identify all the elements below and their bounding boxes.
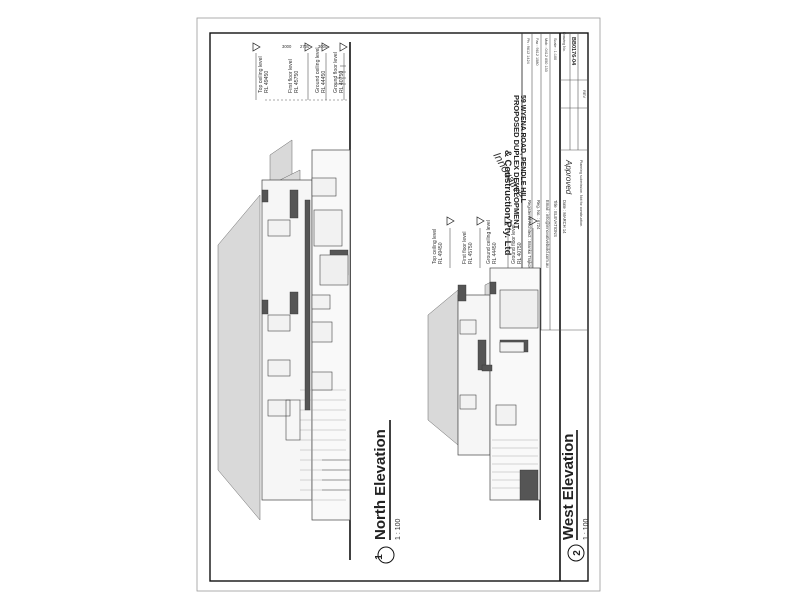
north-level-name: Ground floor level	[333, 52, 339, 93]
north-elevation-number: 1	[374, 554, 385, 560]
project-address: 59 WYENA ROAD, PENDLE HILL	[519, 95, 526, 204]
approval-note: Planning submission. Not for constructio…	[579, 160, 583, 227]
title-block-row: Email : info@innovativebuild.com.au	[545, 200, 550, 268]
drawing-number-label: Drawing No.	[562, 32, 566, 52]
north-level-name: Ground ceiling level	[315, 47, 321, 93]
west-level-rl: RL 40750	[517, 242, 523, 264]
drawing-number: BB0176-04	[570, 37, 576, 66]
title-block-side-row: Scale : 1:100	[553, 38, 557, 60]
north-dimension-value: 3000	[318, 44, 328, 49]
west-elevation-number-circle	[567, 544, 585, 562]
west-level-name: First floor level	[462, 231, 468, 264]
title-block-side-row: Ph : 9612 1424	[526, 38, 530, 64]
west-level-rl: RL 45750	[468, 242, 474, 264]
north-level-rl: RL 44450	[321, 71, 327, 93]
north-elevation-number-circle	[377, 546, 395, 564]
title-block-side-row: Fax : 9612 1580	[535, 38, 539, 65]
revision-label: REV	[582, 90, 587, 99]
title-block-row: Registered Architect : Branko Trajkovski	[527, 200, 532, 274]
north-level-rl: RL 45750	[294, 71, 300, 93]
north-dimension-value: 2700	[300, 44, 310, 49]
north-dimension-value: 3000	[282, 44, 292, 49]
north-elevation-scale: 1 : 100	[395, 518, 402, 540]
inner-border	[209, 32, 589, 582]
title-block-side-row: Mob : 0412 650 133	[544, 38, 548, 72]
north-level-rl: RL 49450	[264, 71, 270, 93]
company-name: & Construction Pty. Ltd	[502, 150, 513, 256]
title-block-rows: Registered Architect : Branko Trajkovski…	[527, 200, 567, 274]
west-level-rl: RL 49450	[438, 242, 444, 264]
north-dimension-labels: 3000 2700 3000	[282, 44, 328, 49]
title-block: & Construction Pty. Ltd PROPOSED DUPLEX …	[490, 32, 588, 581]
title-block-row: Reg. No. : 6724	[536, 200, 541, 230]
west-elevation-drawing	[427, 216, 541, 520]
west-elevation-title: 2 West Elevation 1 : 100	[560, 430, 590, 562]
west-elevation-scale: 1 : 100	[583, 518, 590, 540]
west-level-name: Top ceiling level	[432, 229, 438, 264]
west-level-rl: RL 44450	[492, 242, 498, 264]
north-elevation-title: 1 North Elevation 1 : 100	[372, 420, 402, 564]
title-block-row: Title : ELEVATIONS	[553, 200, 558, 237]
west-level-name: Ground ceiling level	[486, 220, 492, 264]
west-elevation-title-text: West Elevation	[560, 434, 577, 540]
north-level-name: Top ceiling level	[258, 56, 264, 93]
north-level-name: First floor level	[288, 59, 294, 93]
north-elevation-drawing	[217, 42, 351, 560]
title-block-row: Date : MARCH 14	[562, 200, 567, 234]
outer-border	[196, 17, 601, 592]
title-block-side-rows: Ph : 9612 1424 Fax : 9612 1580 Mob : 0412 …	[526, 38, 557, 72]
west-level-name: Ground floor level	[511, 225, 517, 264]
north-level-rl: RL 40750	[339, 71, 345, 93]
north-elevation-title-text: North Elevation	[372, 429, 389, 540]
west-elevation-number: 2	[572, 550, 583, 556]
logo-signature: Approved	[564, 159, 573, 195]
project-name: PROPOSED DUPLEX DEVELOPMENT	[512, 95, 521, 230]
